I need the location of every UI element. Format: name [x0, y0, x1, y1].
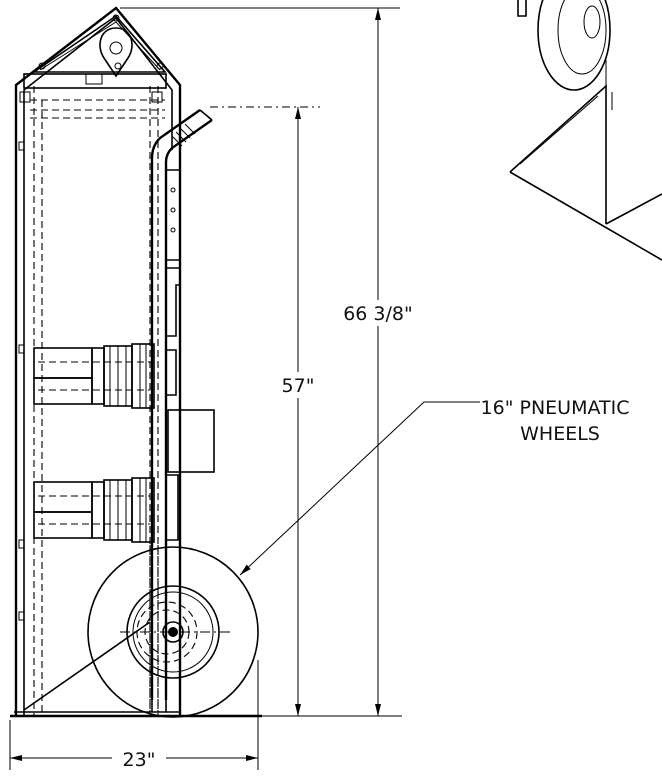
- overall-height-label: 66 3/8": [343, 303, 413, 325]
- hand-truck-frame: [10, 6, 262, 718]
- cylinder-clamp-upper: [33, 343, 155, 409]
- callout-line1: 16" PNEUMATIC: [481, 397, 630, 419]
- dimension-width: 23": [9, 660, 259, 772]
- pneumatic-wheel: [23, 545, 259, 718]
- handle-tube: [150, 109, 215, 700]
- dimension-overall-height: 66 3/8": [120, 7, 420, 717]
- handle-height-label: 57": [282, 375, 315, 397]
- partial-wheel-view: [509, 0, 662, 261]
- dimension-handle-height: 57": [210, 106, 322, 716]
- callout-line2: WHEELS: [520, 423, 600, 445]
- cylinder-clamp-lower: [33, 477, 155, 543]
- width-label: 23": [123, 749, 156, 771]
- wheel-callout: 16" PNEUMATIC WHEELS: [239, 397, 630, 576]
